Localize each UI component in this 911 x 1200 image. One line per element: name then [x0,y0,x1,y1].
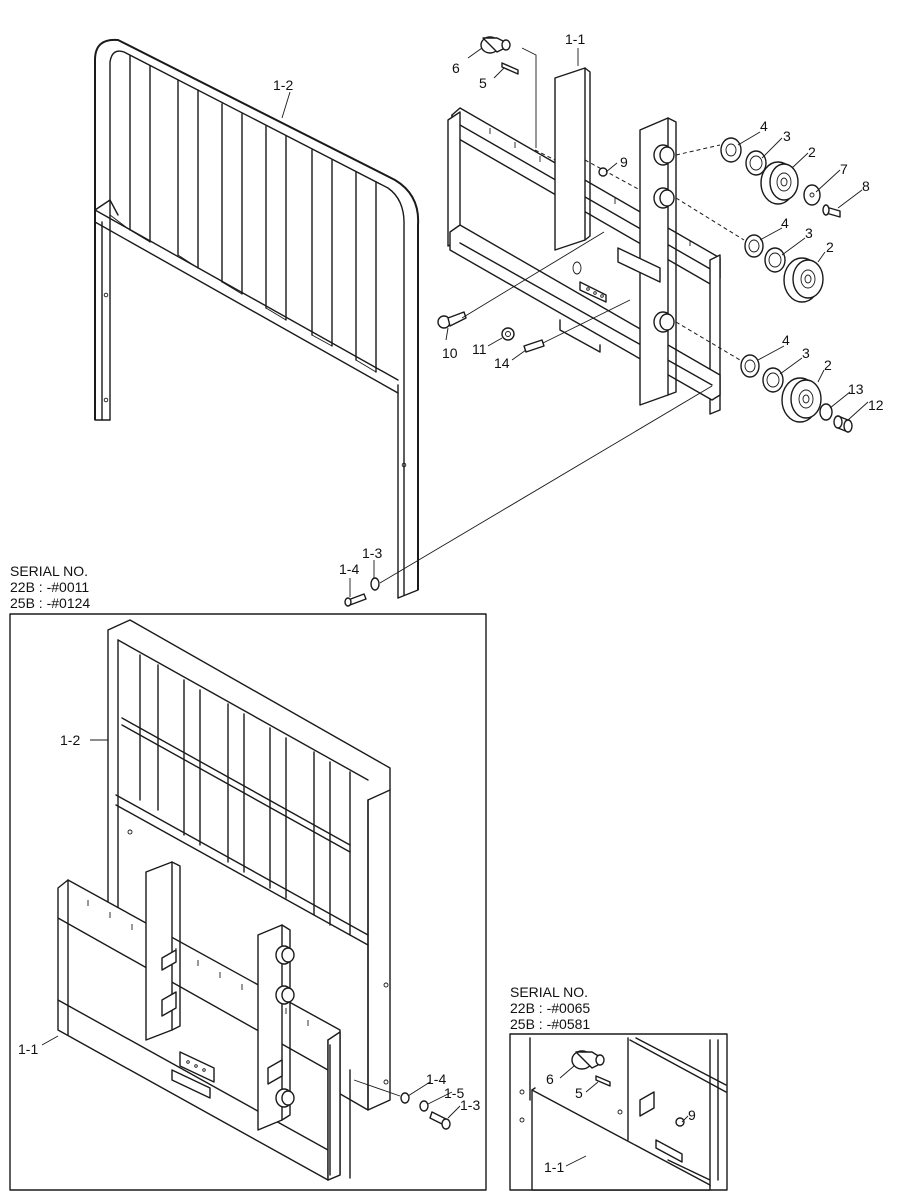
label-8: 8 [862,178,870,194]
load-backrest-main [94,38,420,599]
label-3b: 3 [805,225,813,241]
label-1-2-main: 1-2 [273,77,293,93]
label-3c: 3 [802,345,810,361]
label-1-3-inset: 1-3 [460,1097,480,1113]
serial-b-title: SERIAL NO. [510,984,588,1000]
label-6-inset: 6 [546,1071,554,1087]
label-4a: 4 [760,118,768,134]
inset-a-frame [9,613,487,1191]
label-1-1-inset: 1-1 [18,1041,38,1057]
label-1-4-main: 1-4 [339,561,359,577]
label-1-3-main: 1-3 [362,545,382,561]
serial-a-title: SERIAL NO. [10,563,88,579]
label-1-2-inset: 1-2 [60,732,80,748]
label-9-main: 9 [620,154,628,170]
label-5-inset: 5 [575,1085,583,1101]
serial-b-22b: 22B : -#0065 [510,1000,590,1016]
label-11: 11 [472,341,487,357]
label-2b: 2 [826,239,834,255]
label-1-4-inset: 1-4 [426,1071,446,1087]
label-4b: 4 [781,215,789,231]
label-12: 12 [868,397,884,413]
label-10: 10 [442,345,458,361]
label-3a: 3 [783,128,791,144]
bolt-8 [822,204,830,216]
label-6-main: 6 [452,60,460,76]
label-1-1-inset-b: 1-1 [544,1159,564,1175]
serial-note-a: SERIAL NO. 22B : -#0011 25B : -#0124 [10,563,90,611]
serial-a-25b: 25B : -#0124 [10,595,90,611]
label-1-5-inset: 1-5 [444,1085,464,1101]
callout-labels: 1-1 1-2 6 5 9 4 3 2 7 8 4 3 2 4 3 2 13 1… [18,31,884,1175]
serial-note-b: SERIAL NO. 22B : -#0065 25B : -#0581 [510,984,590,1032]
inset-b-drawing [519,1037,727,1191]
label-14: 14 [494,355,510,371]
fork-carriage-main [447,67,721,415]
label-7: 7 [840,161,848,177]
shim-3a [745,150,767,176]
cap-12 [833,415,843,429]
label-5-main: 5 [479,75,487,91]
shim-washer-4a [720,137,742,163]
label-9-inset: 9 [688,1107,696,1123]
label-2a: 2 [808,144,816,160]
roller-bearings [720,137,853,433]
label-13: 13 [848,381,864,397]
label-4c: 4 [782,332,790,348]
serial-a-22b: 22B : -#0011 [10,579,89,595]
small-parts-main [344,36,608,607]
serial-b-25b: 25B : -#0581 [510,1016,590,1032]
label-2c: 2 [824,357,832,373]
label-1-1-main: 1-1 [565,31,585,47]
washer-7 [803,184,821,206]
ring-13 [819,403,833,421]
inset-a-drawing [57,619,451,1181]
